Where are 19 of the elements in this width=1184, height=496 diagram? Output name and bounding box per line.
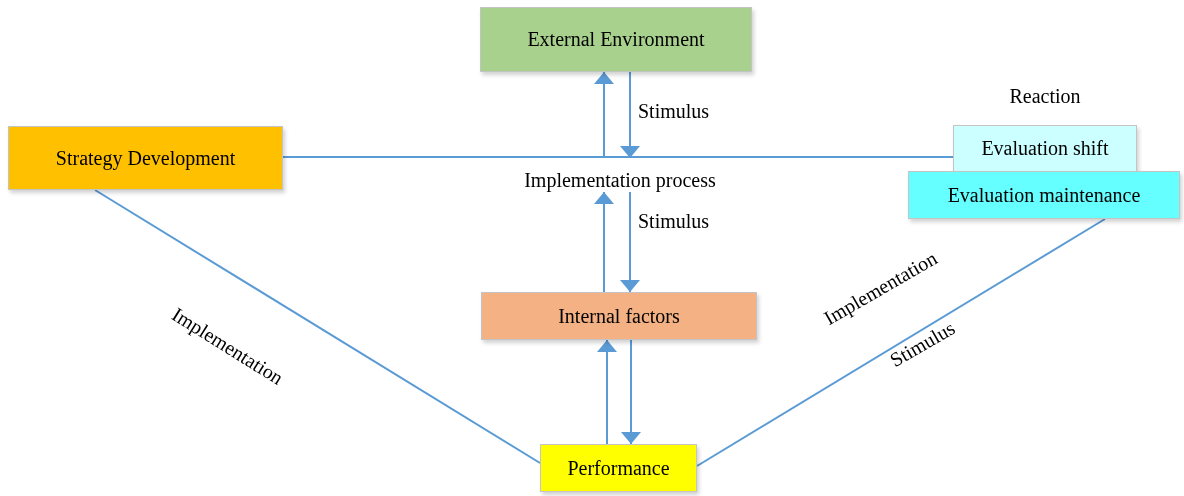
connector-line — [94, 189, 541, 464]
process-box: Strategy Development — [8, 126, 283, 190]
process-box: Internal factors — [481, 292, 757, 340]
process-box: External Environment — [480, 7, 752, 72]
arrow — [594, 191, 614, 293]
arrow — [594, 71, 614, 159]
process-box: Evaluation maintenance — [908, 171, 1180, 219]
process-box: Evaluation shift — [953, 125, 1137, 172]
arrow — [621, 339, 641, 445]
connector-line — [696, 218, 1106, 467]
arrow — [620, 191, 640, 293]
connector-line — [282, 156, 954, 158]
process-box: Performance — [540, 444, 697, 492]
edge-label: Stimulus — [638, 100, 710, 123]
reaction-label: Reaction — [1008, 85, 1082, 108]
arrow — [620, 71, 640, 159]
arrow — [597, 339, 617, 445]
edge-label: Stimulus — [638, 210, 710, 233]
process-label: Implementation process — [490, 158, 750, 192]
